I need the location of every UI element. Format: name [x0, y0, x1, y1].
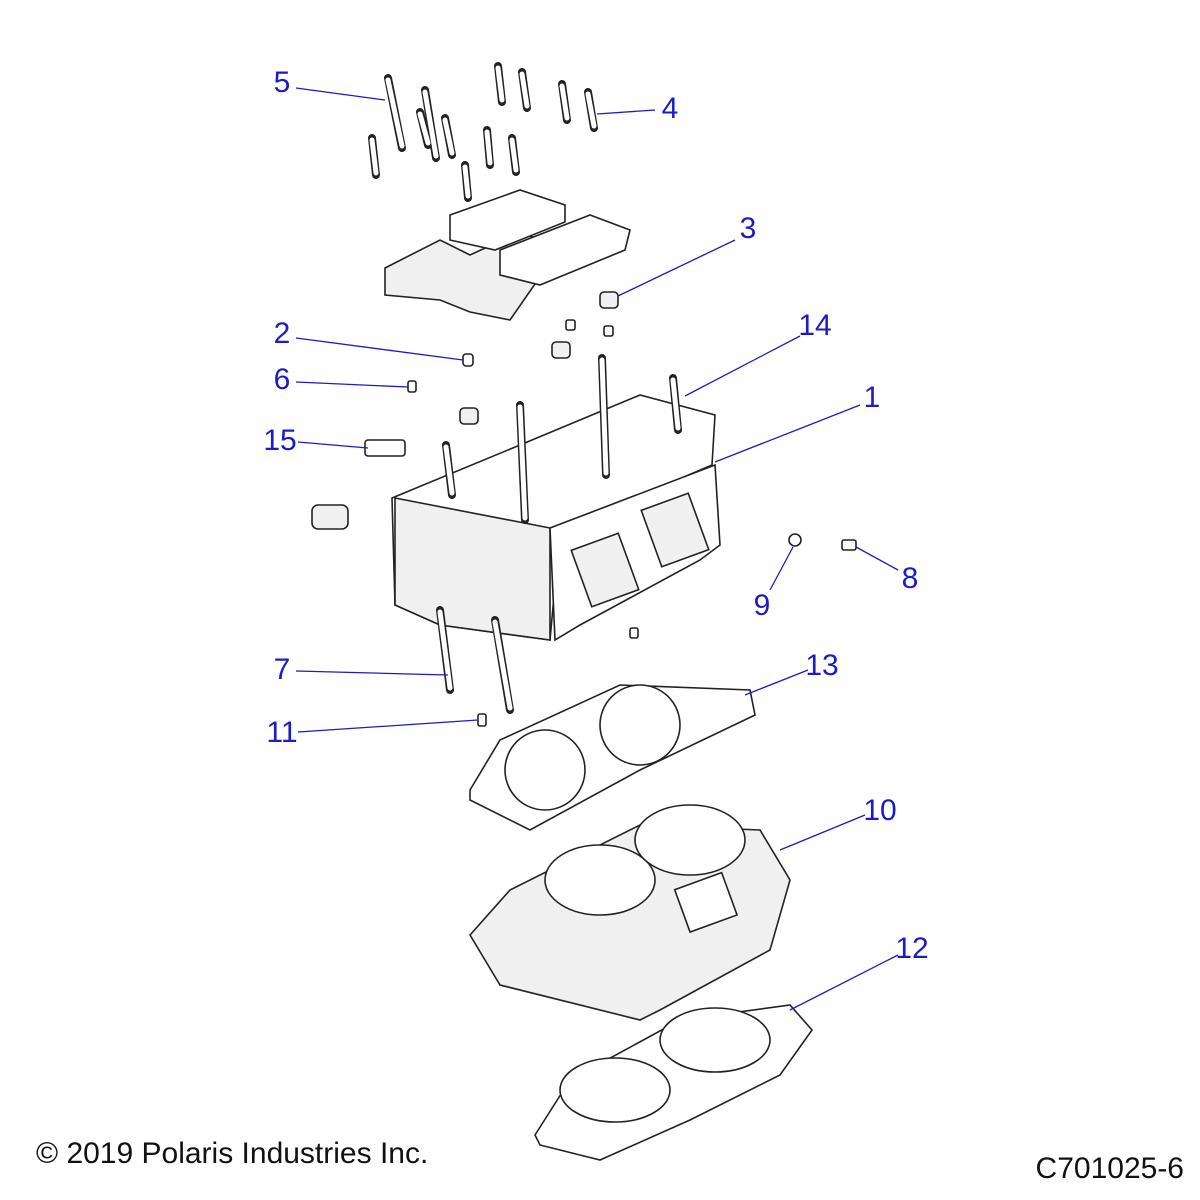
callout-1[interactable]: 1: [863, 381, 881, 414]
callout-8[interactable]: 8: [901, 562, 919, 595]
callout-9[interactable]: 9: [753, 589, 771, 622]
callout-7[interactable]: 7: [273, 653, 291, 686]
callout-4[interactable]: 4: [661, 92, 679, 125]
callout-13[interactable]: 13: [805, 649, 839, 682]
callout-6[interactable]: 6: [273, 363, 291, 396]
callout-11[interactable]: 11: [266, 716, 298, 749]
leader-lines: [295, 87, 899, 1011]
small-parts: [311, 291, 857, 727]
callout-3[interactable]: 3: [739, 212, 757, 245]
camshaft-cap-bridge: [384, 189, 631, 321]
callout-15[interactable]: 15: [263, 424, 297, 457]
callout-10[interactable]: 10: [863, 794, 897, 827]
callout-5[interactable]: 5: [273, 66, 291, 99]
cylinder-head: [391, 354, 721, 714]
cylinder-block: [469, 804, 791, 1021]
callout-12[interactable]: 12: [895, 932, 929, 965]
head-gasket: [469, 684, 756, 831]
drawing-number: C701025-6: [1035, 1152, 1184, 1185]
base-gasket: [534, 1004, 814, 1161]
callout-14[interactable]: 14: [798, 309, 832, 342]
copyright-notice: © 2019 Polaris Industries Inc.: [36, 1137, 429, 1170]
callout-2[interactable]: 2: [273, 317, 291, 350]
